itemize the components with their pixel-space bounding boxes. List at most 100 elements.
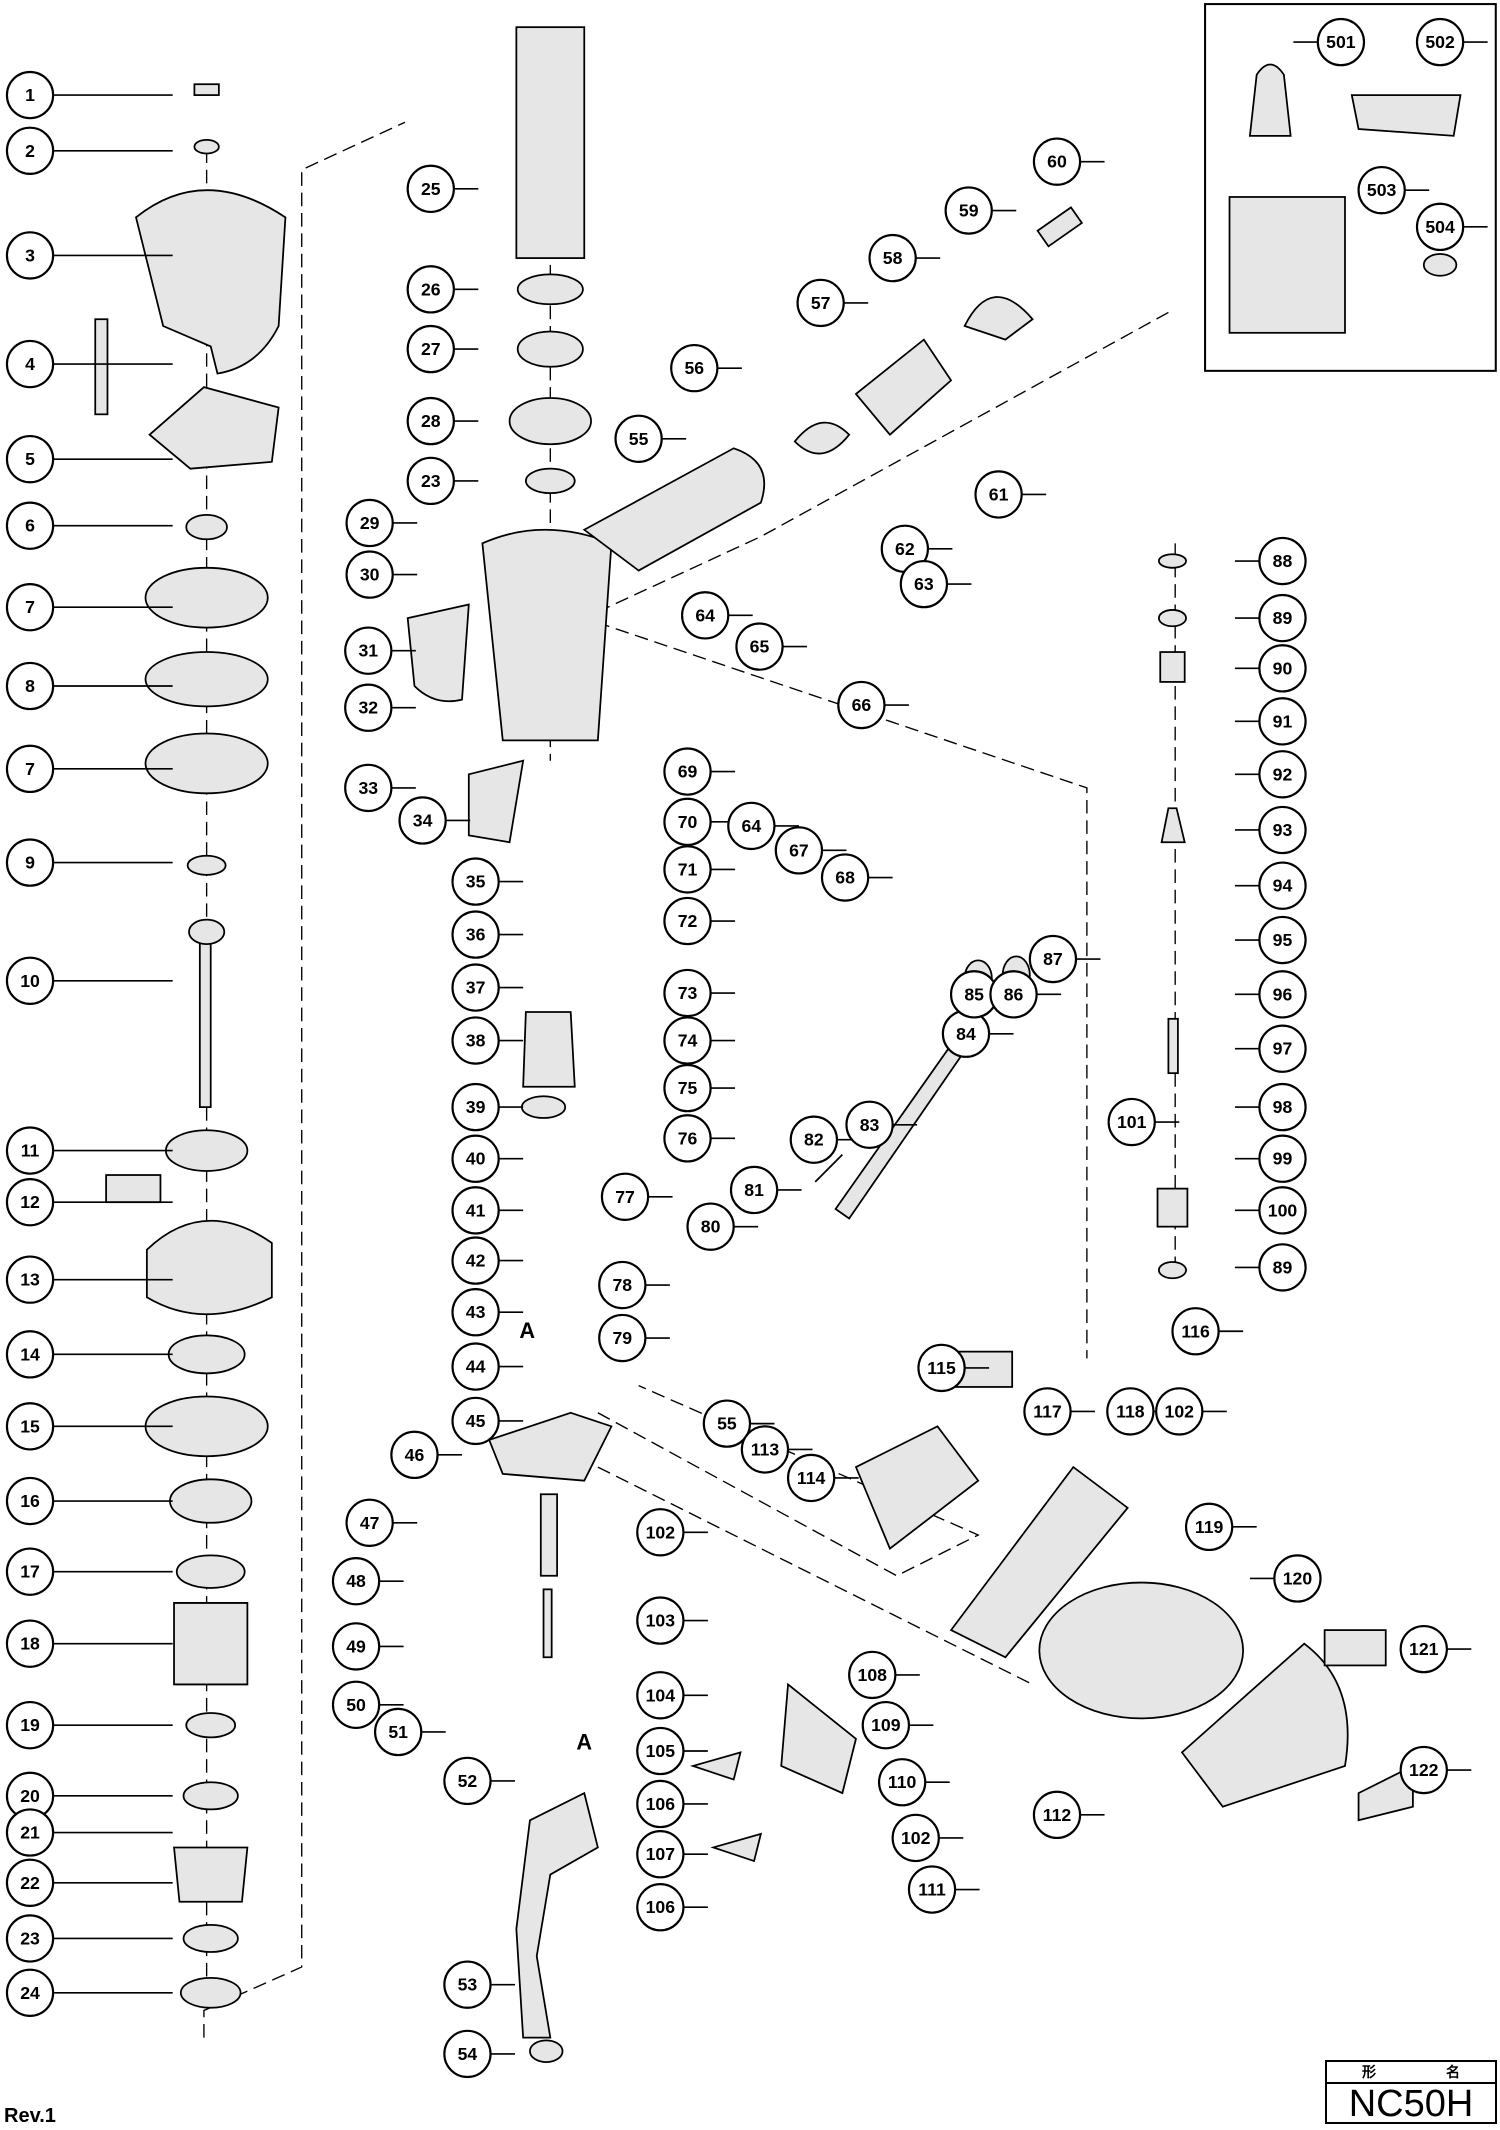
part-callout-51: 51 [373,1707,446,1757]
callout-circle [636,1830,685,1879]
part-callout-49: 49 [331,1622,404,1671]
part-callout-77: 77 [600,1172,673,1221]
assembly-boundary [203,121,406,2038]
callout-number: 43 [466,1302,486,1322]
callout-number: 55 [717,1414,737,1434]
callout-circle [837,680,886,730]
part-callout-102: 102 [891,1813,964,1863]
part-callout-15: 15 [5,1402,173,1451]
callout-number: 67 [789,840,809,860]
callout-circle [727,801,776,851]
part-callout-98: 98 [1234,1082,1307,1132]
callout-number: 30 [360,565,380,585]
callout-number: 101 [1117,1112,1147,1132]
callout-circle [989,970,1038,1019]
callout-number: 23 [20,1928,40,1948]
callout-circle [636,1508,685,1557]
callout-circle [5,1914,55,1963]
callout-circle [451,1016,500,1065]
model-number: NC50H [1348,2083,1474,2125]
callout-number: 64 [695,605,715,625]
part-callout-21: 21 [5,1808,173,1857]
part-callout-72: 72 [663,896,736,946]
callout-circle [735,622,784,671]
callout-number: 77 [615,1187,635,1207]
callout-number: 8 [25,676,35,696]
callout-circle [1107,1097,1156,1147]
callout-circle [5,339,55,389]
part-callout-57: 57 [796,278,869,328]
callout-number: 2 [25,141,35,161]
callout-number: 33 [358,778,378,798]
callout-circle [5,1858,55,1907]
callout-circle [1258,1134,1307,1183]
callout-circle [1023,1387,1072,1436]
callout-number: 58 [883,248,903,268]
callout-circle [663,845,712,894]
callout-number: 92 [1273,764,1293,784]
part-callout-29: 29 [345,498,418,548]
part-callout-81: 81 [729,1165,802,1215]
part-callout-115: 115 [917,1343,990,1393]
callout-circle [1316,17,1366,67]
callout-number: 12 [20,1192,40,1212]
callout-circle [5,1619,55,1668]
callout-number: 20 [20,1786,40,1806]
part-callout-89: 89 [1234,1243,1307,1292]
callout-circle [861,1701,911,1750]
callout-circle [345,498,394,548]
callout-number: 25 [421,179,441,199]
callout-circle [663,968,712,1018]
callout-number: 54 [458,2044,478,2064]
callout-number: 120 [1283,1568,1313,1588]
callout-number: 104 [646,1685,676,1705]
callout-circle [345,550,394,599]
part-callout-45: 45 [451,1396,524,1446]
part-callout-28: 28 [406,396,479,446]
callout-number: 18 [20,1634,40,1654]
callout-circle [5,956,55,1005]
callout-circle [774,826,824,875]
part-callout-110: 110 [877,1758,950,1807]
callout-number: 69 [678,762,698,782]
callout-circle [820,853,870,902]
callout-circle [451,1342,500,1391]
callout-circle [1155,1387,1204,1436]
callout-number: 90 [1273,658,1293,678]
callout-number: 34 [413,810,433,830]
part-callout-69: 69 [663,747,736,796]
callout-number: 3 [25,245,35,265]
part-callout-3: 3 [5,231,173,280]
part-callout-54: 54 [443,2029,515,2079]
part-callout-30: 30 [345,550,418,599]
callout-circle [680,591,730,640]
callout-number: 122 [1409,1760,1439,1780]
part-callout-74: 74 [663,1016,736,1065]
part-callout-68: 68 [820,853,893,902]
part-shapes [94,26,1462,2063]
callout-number: 61 [989,484,1009,504]
callout-number: 97 [1273,1039,1293,1059]
part-callout-76: 76 [663,1114,736,1163]
callout-number: 62 [895,539,915,559]
callout-number: 32 [358,698,378,718]
callout-number: 17 [20,1562,40,1582]
callout-number: 87 [1043,949,1063,969]
callout-number: 10 [20,971,40,991]
part-callout-56: 56 [670,343,742,393]
callout-circle [344,626,393,675]
callout-circle [670,343,719,393]
callout-circle [5,1330,55,1379]
callout-number: 13 [20,1270,40,1290]
part-callout-122: 122 [1399,1745,1472,1795]
part-callout-12: 12 [5,1178,173,1227]
part-callout-7: 7 [5,583,173,632]
callout-circle [1258,915,1307,965]
title-block-header: 形 名 [1327,2062,1495,2084]
callout-number: 86 [1004,984,1024,1004]
callout-number: 29 [360,513,380,533]
callout-number: 45 [466,1411,486,1431]
title-block: 形 名 NC50H [1325,2060,1497,2124]
part-callout-33: 33 [344,763,416,813]
part-callout-108: 108 [848,1650,920,1700]
